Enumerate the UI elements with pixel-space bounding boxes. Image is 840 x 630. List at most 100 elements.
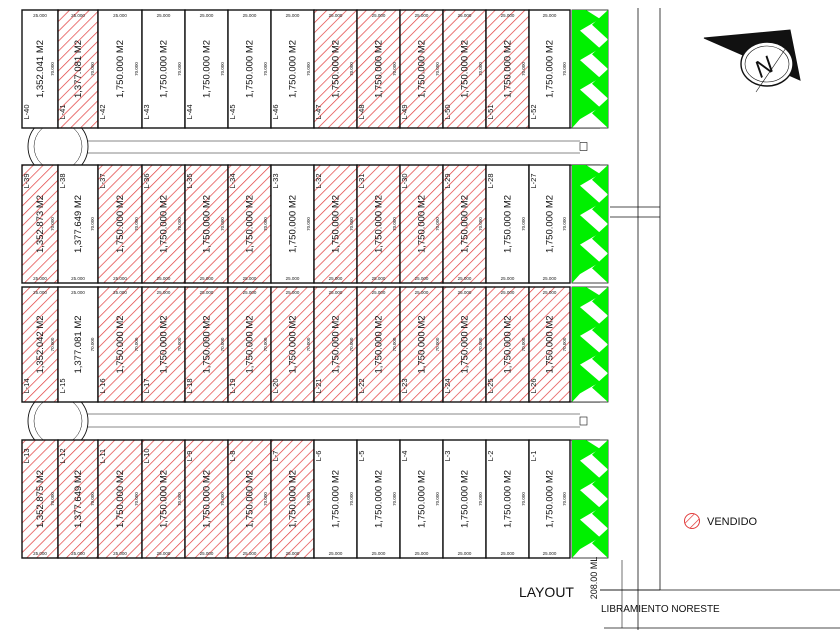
lot-area: 1,750.000 M2 — [288, 40, 299, 98]
green-fill — [572, 10, 600, 128]
lot-parcel-sold — [399, 164, 444, 284]
lot-label: L-12 — [58, 448, 67, 463]
lot-parcel-sold — [97, 286, 143, 403]
lot-parcel-available — [442, 439, 487, 559]
cul-de-sac-island — [33, 396, 83, 446]
lot-area: 1,750.000 M2 — [115, 195, 126, 253]
frontage-dimension: 208.00 ML — [589, 557, 599, 600]
lot-depth-dimension: 70.000 — [134, 492, 139, 506]
lot-parcel-sold — [528, 286, 571, 403]
legend: VENDIDO — [684, 513, 758, 529]
lot-front-dimension: 25.000 — [415, 551, 429, 556]
lot-label: L-41 — [58, 104, 67, 119]
green-fill — [592, 440, 608, 558]
lot-depth-dimension: 70.000 — [521, 217, 526, 231]
lot-label: L-30 — [400, 173, 409, 188]
lot-front-dimension: 25.000 — [200, 290, 214, 295]
lot-label: L-48 — [357, 104, 366, 119]
lot-area: 1,750.000 M2 — [202, 470, 213, 528]
lot-depth-dimension: 70.000 — [521, 492, 526, 506]
lot-depth-dimension: 70.000 — [306, 62, 311, 76]
lot-depth-dimension: 70.000 — [349, 217, 354, 231]
lot-parcel-sold — [442, 286, 487, 403]
lot-parcel-available — [57, 164, 99, 284]
lot-parcel-sold — [485, 286, 530, 403]
lot-front-dimension: 25.000 — [329, 276, 343, 281]
lot-depth-dimension: 70.000 — [521, 337, 526, 351]
lot-front-dimension: 25.000 — [243, 276, 257, 281]
green-area — [571, 164, 609, 284]
lot-area: 1,750.000 M2 — [503, 470, 514, 528]
lot-area: 1,750.000 M2 — [159, 470, 170, 528]
lot-label: L-39 — [22, 173, 31, 188]
lot-depth-dimension: 70.000 — [392, 492, 397, 506]
lot-front-dimension: 25.000 — [543, 276, 557, 281]
lot-front-dimension: 25.000 — [501, 276, 515, 281]
lot-depth-dimension: 70.000 — [177, 62, 182, 76]
green-fill — [592, 10, 608, 128]
lot-area: 1,750.000 M2 — [202, 195, 213, 253]
lot-depth-dimension: 70.000 — [50, 217, 55, 231]
lot-parcel-available — [528, 439, 571, 559]
lot-parcel-sold — [57, 439, 99, 559]
lot-parcel-sold — [485, 9, 530, 129]
lot-front-dimension: 25.000 — [157, 551, 171, 556]
lot-area: 1,377.081 M2 — [73, 315, 84, 373]
lot-label: L-47 — [314, 104, 323, 119]
lot-label: L-49 — [400, 104, 409, 119]
lot-front-dimension: 25.000 — [286, 290, 300, 295]
